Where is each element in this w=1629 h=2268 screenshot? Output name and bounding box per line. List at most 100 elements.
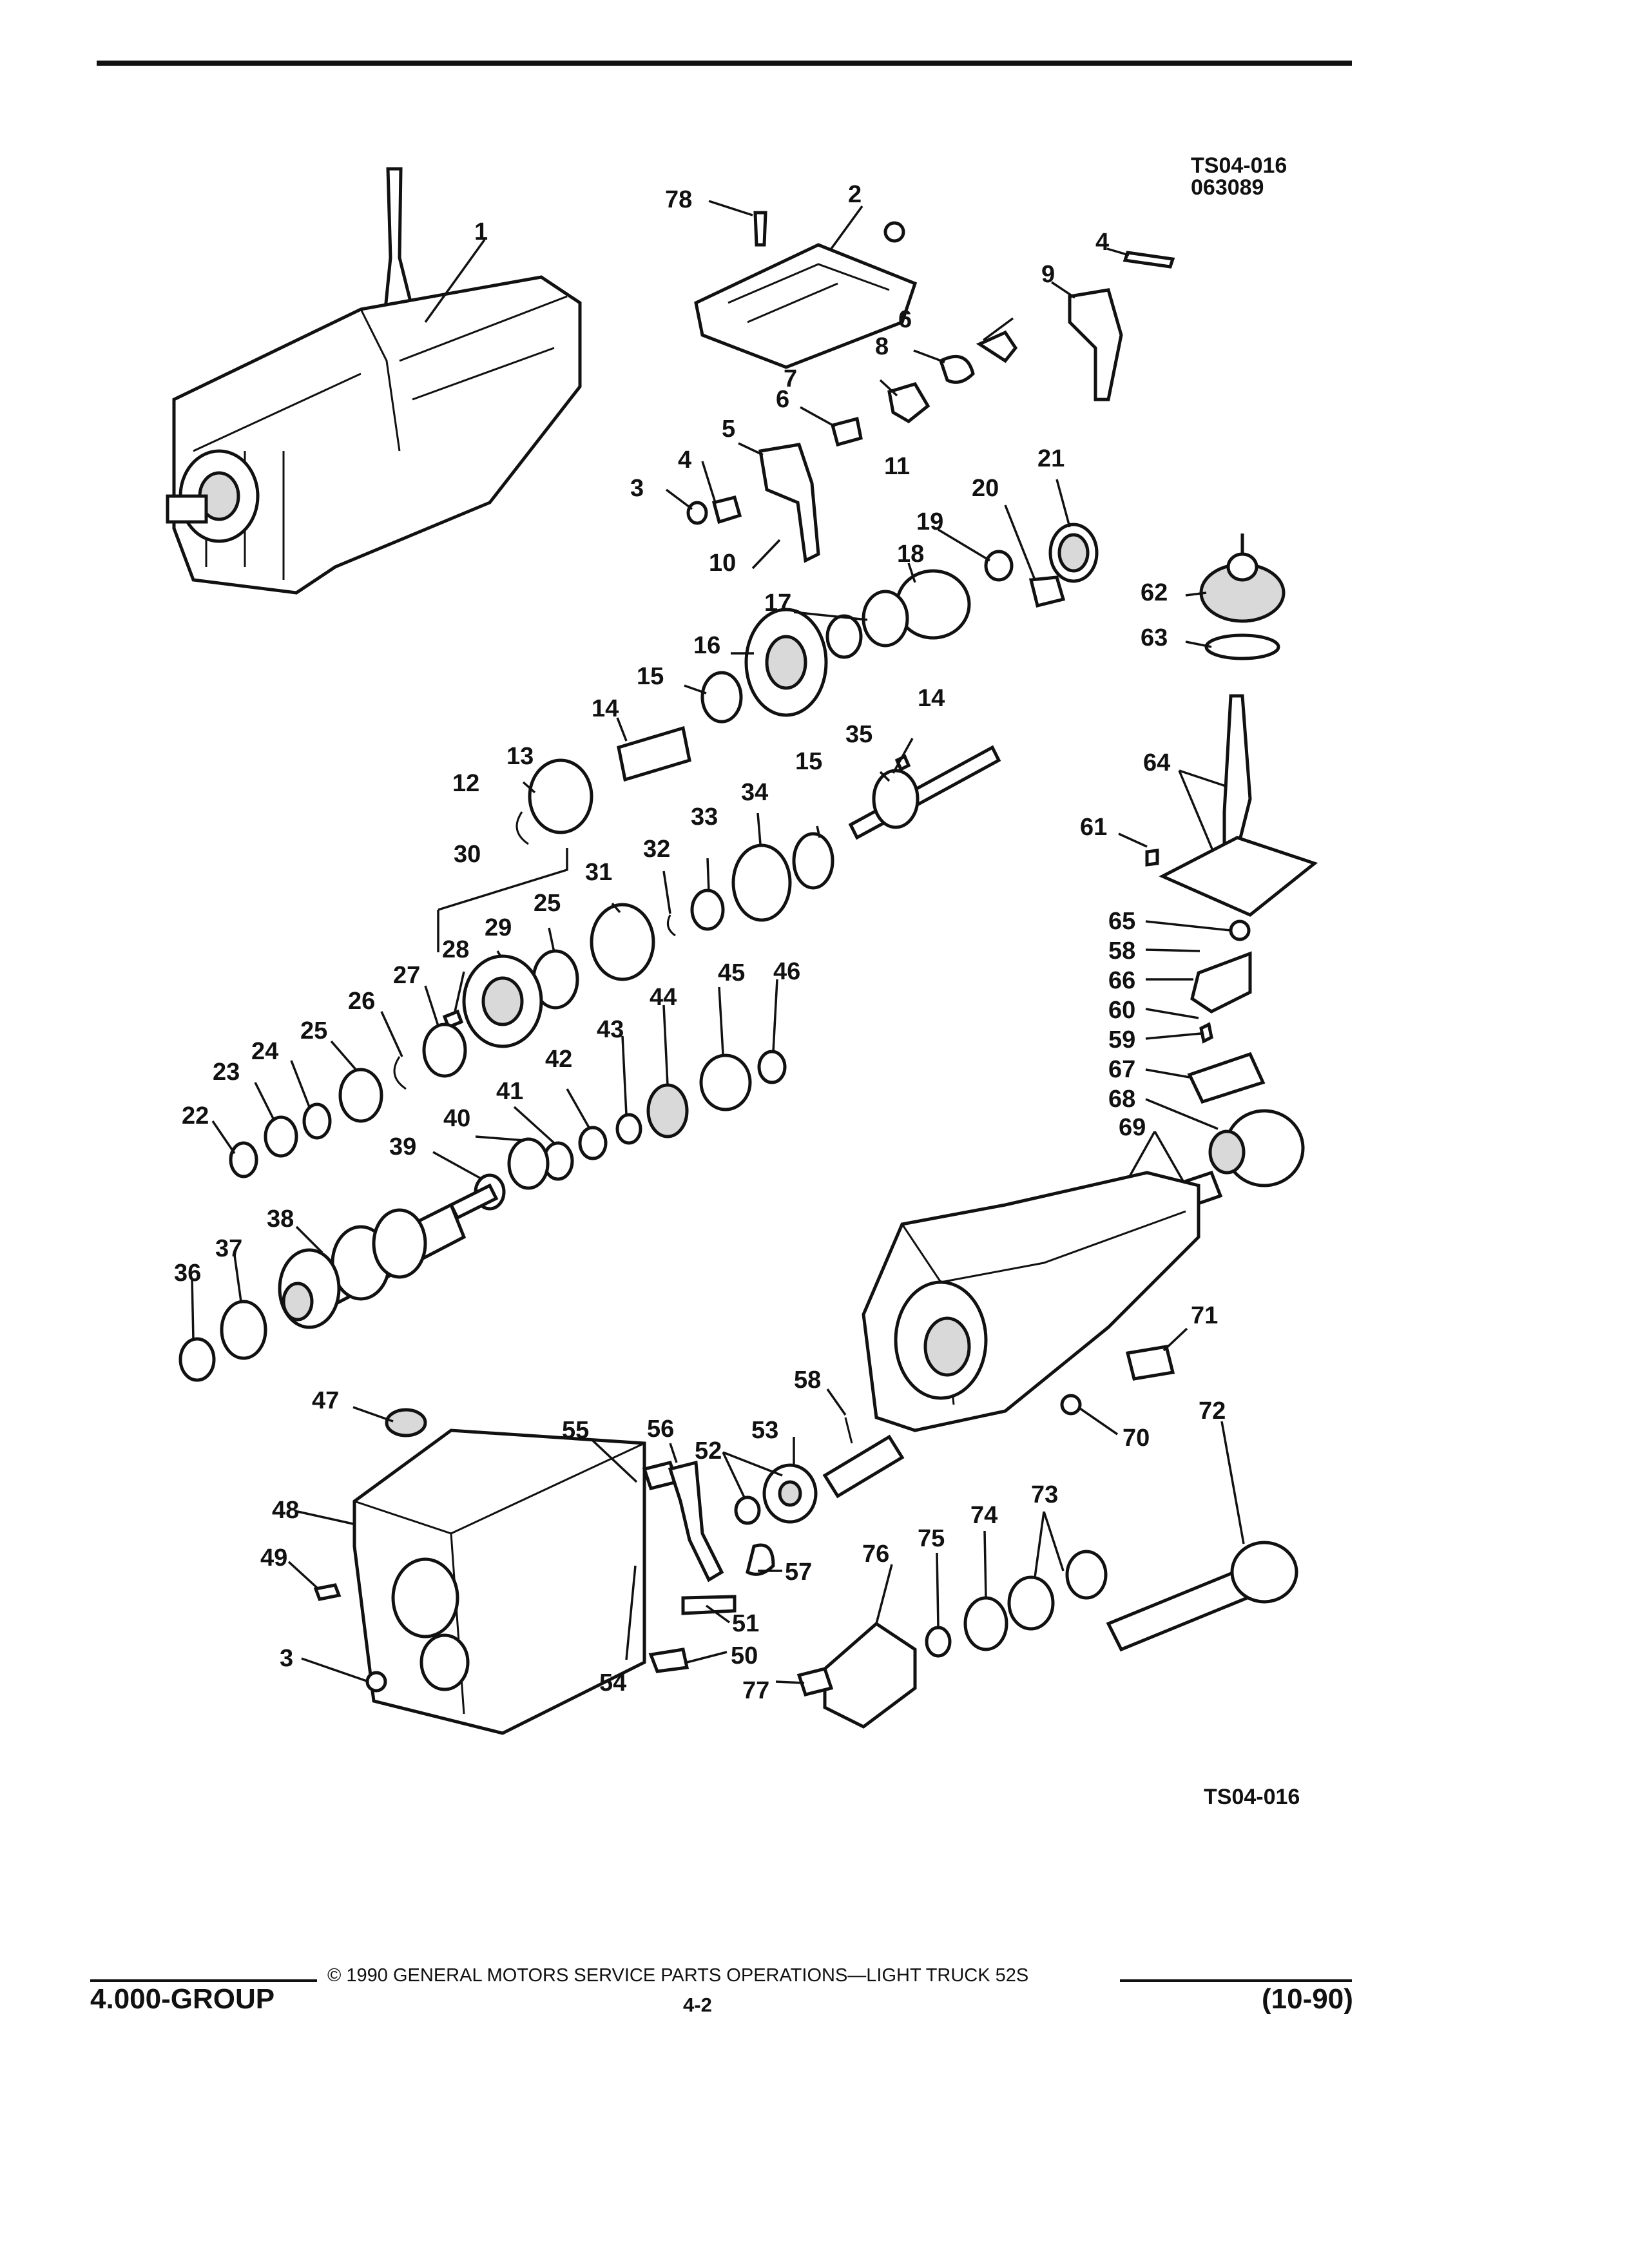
callout-33: 33	[691, 803, 718, 831]
footer-group: 4.000-GROUP	[90, 1983, 275, 2015]
callout-72: 72	[1199, 1398, 1226, 1425]
callout-35: 35	[845, 721, 872, 748]
callout-4b: 4	[1095, 229, 1109, 256]
callout-19: 19	[916, 508, 943, 535]
callout-14b: 14	[918, 685, 945, 712]
callout-25b: 25	[534, 890, 561, 917]
callout-24: 24	[251, 1038, 278, 1065]
callout-69: 69	[1119, 1114, 1146, 1141]
figure-date-code: 063089	[1191, 175, 1264, 200]
callout-47: 47	[312, 1387, 339, 1414]
callout-46: 46	[773, 958, 800, 985]
callout-48: 48	[272, 1497, 299, 1524]
footer-rule-right	[1120, 1979, 1352, 1982]
callout-13: 13	[506, 743, 534, 770]
callout-43: 43	[597, 1016, 624, 1043]
callout-52: 52	[695, 1437, 722, 1465]
callout-44: 44	[650, 984, 677, 1011]
callout-6b: 6	[776, 386, 789, 413]
callout-78: 78	[665, 186, 692, 213]
footer-date: (10-90)	[1262, 1983, 1353, 2015]
callout-27: 27	[393, 962, 420, 989]
callout-17: 17	[764, 590, 791, 617]
callout-25: 25	[300, 1017, 327, 1044]
callout-5: 5	[722, 416, 735, 443]
callout-58: 58	[794, 1367, 821, 1394]
footer-copyright: © 1990 GENERAL MOTORS SERVICE PARTS OPER…	[327, 1965, 1029, 1986]
footer-page-number: 4-2	[683, 1994, 712, 2016]
reverse-idler-parts	[722, 1388, 905, 1525]
callout-67: 67	[1108, 1056, 1135, 1083]
callout-12: 12	[452, 770, 479, 797]
callout-50: 50	[731, 1642, 758, 1669]
callout-45: 45	[718, 959, 745, 986]
callout-28: 28	[442, 936, 469, 963]
callout-74: 74	[970, 1502, 998, 1529]
callout-22: 22	[182, 1102, 209, 1129]
top-rule	[97, 61, 1352, 66]
transmission-case	[287, 1406, 782, 1735]
shift-cover	[694, 200, 918, 369]
callout-56: 56	[647, 1416, 674, 1443]
callout-58b: 58	[1108, 937, 1135, 965]
callout-26: 26	[348, 988, 375, 1015]
assembled-transmission	[166, 167, 582, 595]
callout-31: 31	[585, 859, 612, 886]
callout-73: 73	[1031, 1481, 1058, 1508]
callout-68: 68	[1108, 1086, 1135, 1113]
callout-37: 37	[215, 1235, 242, 1262]
callout-3: 3	[630, 475, 644, 502]
callout-11: 11	[884, 453, 910, 480]
callout-15b: 15	[795, 748, 822, 775]
footer-rule-left	[90, 1979, 317, 1982]
callout-34: 34	[741, 779, 768, 806]
callout-65: 65	[1108, 908, 1135, 935]
callout-71: 71	[1191, 1302, 1218, 1329]
callout-60: 60	[1108, 997, 1135, 1024]
callout-29: 29	[485, 914, 512, 941]
callout-39: 39	[389, 1133, 416, 1160]
callout-1: 1	[474, 218, 488, 245]
callout-6: 6	[898, 306, 912, 333]
callout-10: 10	[709, 550, 736, 577]
callout-40: 40	[443, 1105, 470, 1132]
callout-77: 77	[742, 1677, 769, 1704]
callout-54: 54	[599, 1669, 626, 1696]
callout-53: 53	[751, 1417, 778, 1444]
extension-housing	[862, 1171, 1298, 1652]
callout-14: 14	[592, 695, 619, 722]
callout-64: 64	[1143, 749, 1170, 776]
callout-8: 8	[875, 333, 889, 360]
callout-2: 2	[848, 181, 862, 208]
callout-21: 21	[1037, 445, 1065, 472]
callout-70: 70	[1123, 1425, 1150, 1452]
callout-9: 9	[1041, 261, 1055, 288]
figure-code-bottom: TS04-016	[1204, 1785, 1300, 1809]
callout-labels: 1 2 3 4 4 5 6 6 7 8 9 10 11 12 13 14 14 …	[174, 181, 1226, 1704]
countershaft-lower-row	[178, 979, 787, 1382]
callout-15: 15	[637, 663, 664, 690]
figure-code-top: TS04-016	[1191, 153, 1287, 178]
callout-66: 66	[1108, 967, 1135, 994]
mainshaft-middle-row	[211, 738, 1001, 1178]
callout-41: 41	[496, 1078, 523, 1105]
callout-59: 59	[1108, 1026, 1135, 1053]
callout-4: 4	[678, 447, 691, 474]
callout-20: 20	[972, 475, 999, 502]
callout-63: 63	[1141, 624, 1168, 651]
callout-16: 16	[693, 632, 720, 659]
callout-49: 49	[260, 1544, 287, 1571]
callout-36: 36	[174, 1260, 201, 1287]
callout-30: 30	[454, 841, 481, 868]
callout-57: 57	[785, 1559, 812, 1586]
output-parts	[775, 1511, 1108, 1729]
callout-55: 55	[562, 1417, 589, 1444]
callout-76: 76	[862, 1541, 889, 1568]
callout-62: 62	[1141, 579, 1168, 606]
mainshaft-upper-row	[516, 479, 1099, 845]
callout-61: 61	[1080, 814, 1107, 841]
callout-23: 23	[213, 1059, 240, 1086]
callout-38: 38	[267, 1206, 294, 1233]
callout-7: 7	[784, 365, 797, 392]
